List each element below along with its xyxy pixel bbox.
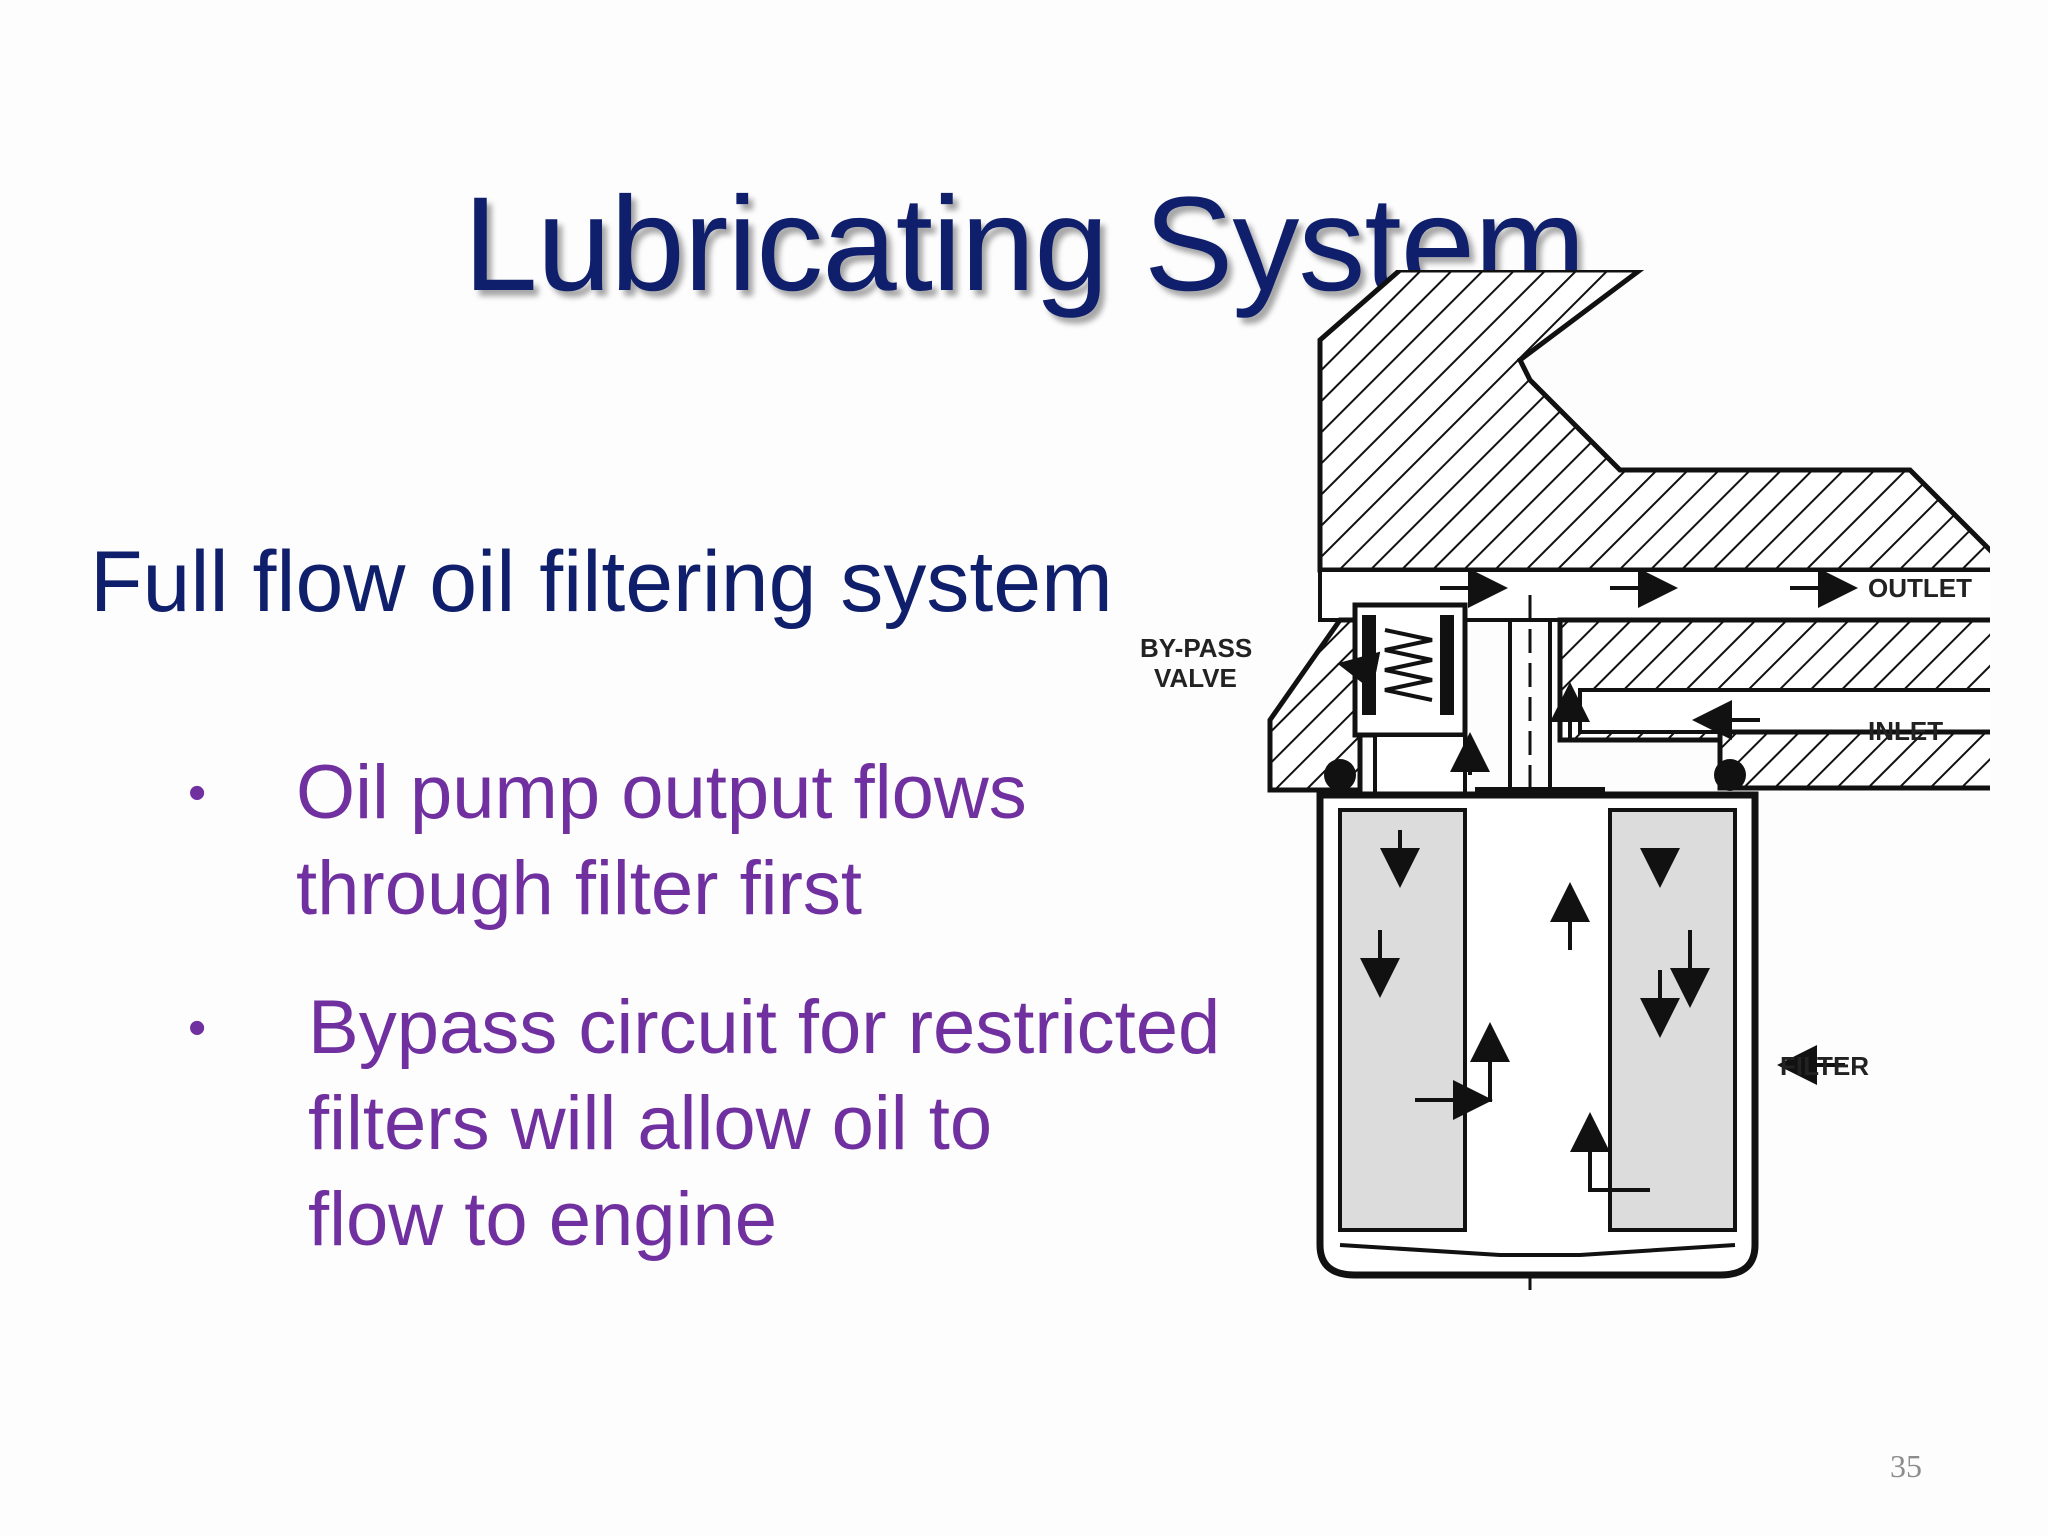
filter-element-right [1608, 808, 1737, 1232]
outlet-label: OUTLET [1868, 573, 1972, 603]
bypass-label-line2: VALVE [1154, 663, 1237, 693]
bullet-text: Bypass circuit for restricted filters wi… [308, 985, 1221, 1262]
inlet-label: INLET [1868, 716, 1943, 746]
engine-block [1317, 270, 1990, 573]
bullet-text: Oil pump output flows through filter fir… [296, 750, 1027, 931]
oil-filter-diagram: OUTLET INLET BY-PASS VALVE FILTER [1140, 270, 1990, 1290]
bypass-label-line1: BY-PASS [1140, 633, 1252, 663]
filter-label: FILTER [1780, 1051, 1869, 1081]
flange-right [1717, 729, 1990, 791]
page-number: 35 [1890, 1448, 1922, 1484]
bullet-marker: • [188, 999, 207, 1057]
bullet-marker: • [188, 764, 207, 822]
slide-subtitle: Full flow oil filtering system [90, 534, 1113, 630]
filter-element-left [1338, 808, 1467, 1232]
flow-arrows [1337, 568, 1858, 1192]
